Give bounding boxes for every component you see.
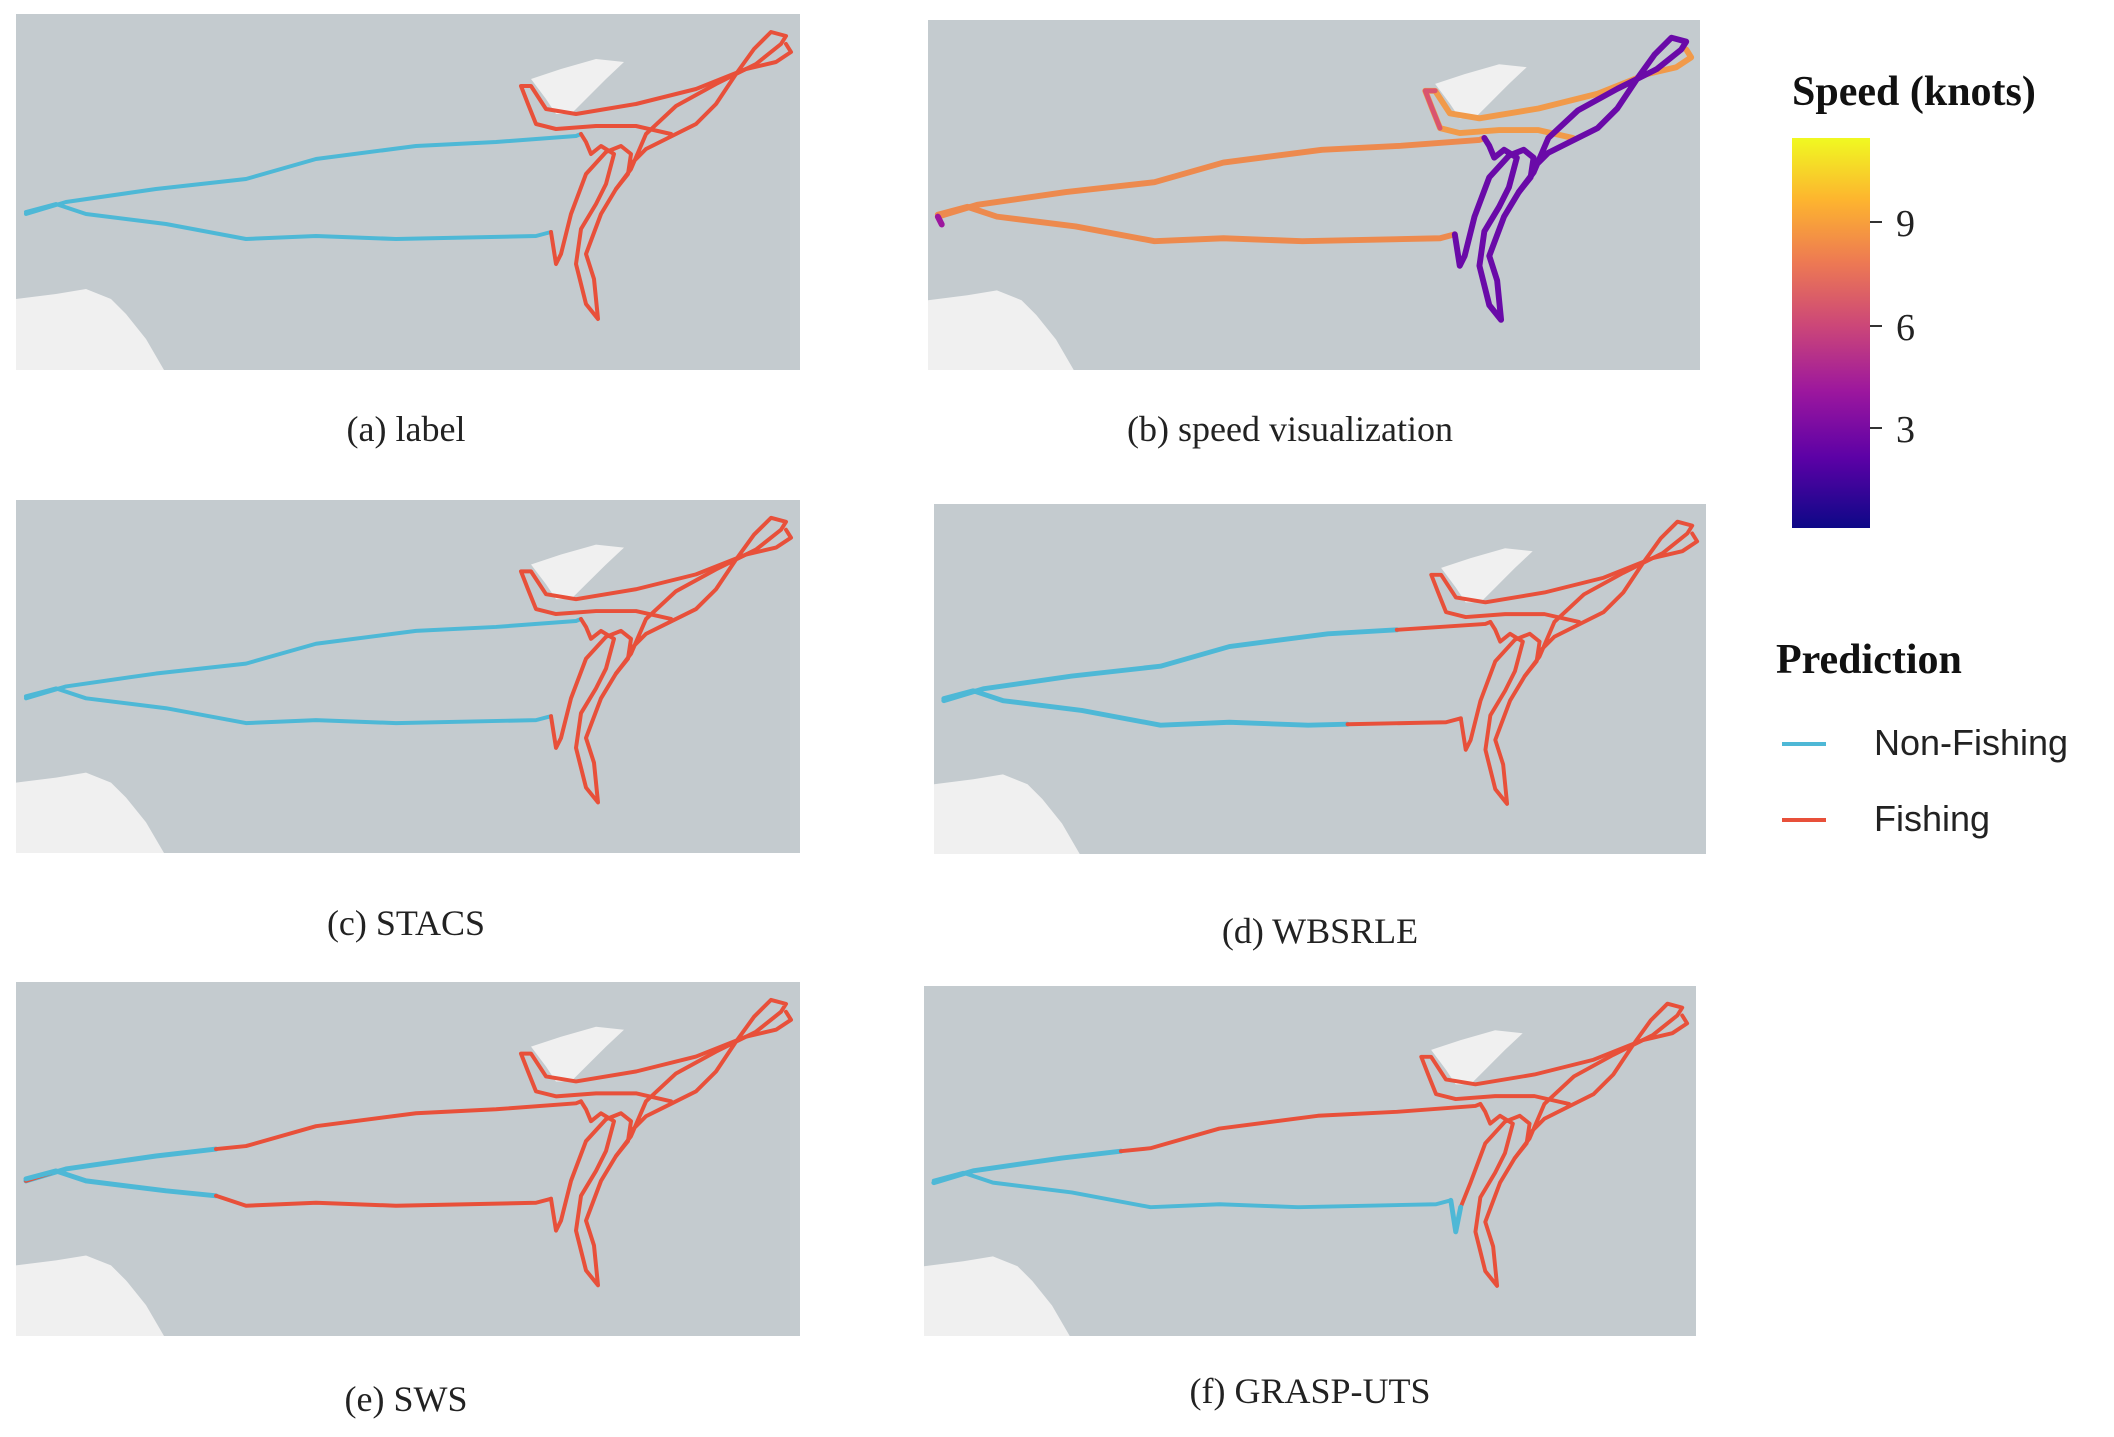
track-inLower-part-0 — [941, 688, 1351, 728]
caption-stacs: (c) STACS — [326, 903, 486, 943]
track-north — [1522, 519, 1695, 679]
map-wbsrle — [934, 504, 1706, 854]
coastline-land-map-stacs — [16, 772, 164, 853]
track-loop — [519, 527, 793, 621]
colorbar-tick-9 — [1870, 221, 1882, 223]
track-inLower-part-1 — [214, 1193, 553, 1208]
coastline-land-map-grasp-uts — [924, 1256, 1070, 1336]
colorbar-tick-label: 9 — [1896, 203, 1915, 245]
track-inLower — [931, 1170, 1453, 1210]
prediction-legend-title: Prediction — [1776, 637, 1962, 683]
track-north — [614, 997, 788, 1159]
track-outUpper — [24, 132, 583, 216]
track-loop — [1429, 531, 1700, 624]
track-outUpper-part-1 — [1118, 1102, 1483, 1154]
track-inLower-part-1 — [1345, 716, 1463, 727]
map-panel-wbsrle — [934, 504, 1706, 854]
track-knot-part-1 — [1448, 1197, 1464, 1235]
map-label — [16, 14, 800, 370]
speed-track-inbound — [934, 203, 1458, 245]
coastline-land-map-sws — [16, 1255, 164, 1336]
track-loop — [1419, 1013, 1690, 1106]
caption-sws: (e) SWS — [344, 1379, 468, 1419]
map-stacs — [16, 500, 800, 853]
colorbar-tick-label: 6 — [1896, 307, 1915, 349]
speed-track-slow-turn — [1422, 88, 1443, 131]
map-speed-visualization — [928, 20, 1700, 370]
track-knot — [549, 1099, 633, 1288]
colorbar-tick-6 — [1870, 325, 1882, 327]
island-map-sws — [531, 1026, 624, 1082]
map-panel-grasp-uts — [924, 986, 1696, 1336]
legend-label-non-fishing: Non-Fishing — [1874, 722, 2069, 763]
map-panel-sws — [16, 982, 800, 1336]
speed-track-loop — [1422, 46, 1695, 141]
track-outUpper-part-1 — [214, 1099, 583, 1152]
colorbar-tick-3 — [1870, 427, 1882, 429]
map-panel-speed — [928, 20, 1700, 370]
map-panel-stacs — [16, 500, 800, 853]
map-panel-label — [16, 14, 800, 370]
track-knot-part-0 — [1458, 1102, 1532, 1288]
track-inLower — [24, 202, 553, 241]
island-map-stacs — [531, 544, 624, 600]
track-loop — [519, 1009, 793, 1104]
speed-track-knot — [1451, 135, 1537, 323]
track-north — [1512, 1001, 1685, 1161]
caption-label: (a) label — [346, 409, 466, 449]
track-knot — [1458, 620, 1542, 806]
speed-track-north — [1515, 34, 1690, 195]
map-sws — [16, 982, 800, 1336]
coastline-land-map-label — [16, 289, 164, 370]
speed-legend-title: Speed (knots) — [1792, 69, 2036, 115]
track-north — [614, 30, 788, 191]
legend-label-fishing: Fishing — [1874, 798, 1991, 839]
colorbar-tick-label: 3 — [1896, 409, 1915, 451]
speed-track-port — [934, 213, 945, 228]
track-loop — [519, 42, 793, 136]
map-grasp-uts — [924, 986, 1696, 1336]
track-outUpper-part-0 — [941, 627, 1400, 704]
track-knot — [549, 617, 633, 805]
caption-wbsrle: (d) WBSRLE — [1221, 911, 1419, 951]
island-map-label — [531, 59, 624, 114]
track-inLower — [24, 686, 553, 726]
track-north — [614, 515, 788, 676]
island-speed — [1435, 64, 1527, 119]
track-outUpper — [24, 617, 583, 701]
coastline-land-speed — [928, 290, 1074, 370]
track-knot — [549, 132, 633, 321]
island-map-grasp-uts — [1431, 1030, 1523, 1085]
speed-colorbar — [1792, 138, 1870, 528]
caption-speed-visualization: (b) speed visualization — [1127, 409, 1453, 449]
speed-track-outbound — [934, 135, 1488, 220]
track-inLower-part-0 — [23, 1168, 219, 1199]
legend-swatch-fishing — [1782, 818, 1826, 822]
coastline-land-map-wbsrle — [934, 774, 1080, 854]
legend-swatch-non-fishing — [1782, 742, 1826, 746]
caption-grasp-uts: (f) GRASP-UTS — [1189, 1371, 1431, 1411]
island-map-wbsrle — [1441, 548, 1533, 603]
